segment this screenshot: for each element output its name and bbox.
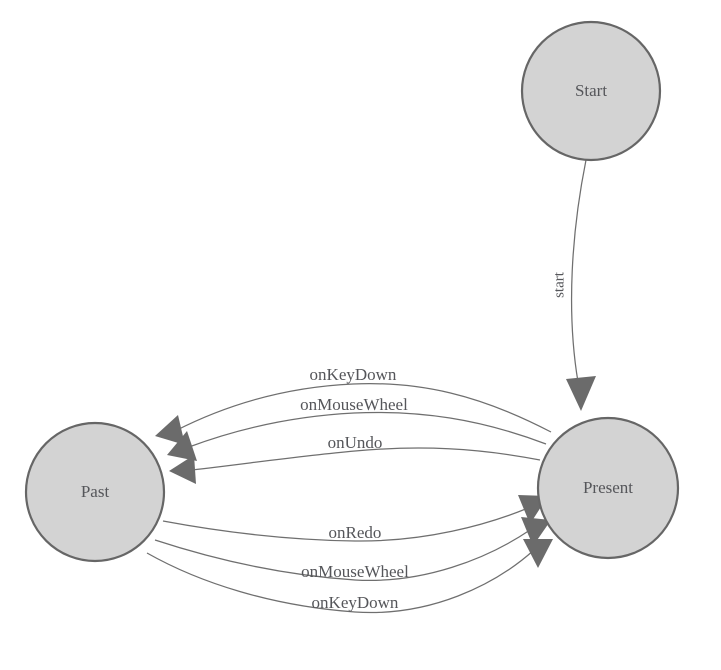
edge-present-to-past-onkeydown-path [174, 383, 552, 433]
node-present-label: Present [583, 478, 633, 497]
edge-present-to-past-onkeydown-arrowhead [155, 415, 185, 445]
node-past-label: Past [81, 482, 110, 501]
edge-label-present-past-onkeydown: onKeyDown [310, 365, 397, 384]
edge-present-to-past-onundo-path [191, 447, 541, 471]
edge-past-to-present-onmousewheel-path [154, 529, 531, 582]
edge-present-to-past-onkeydown[interactable]: onKeyDown [155, 365, 552, 445]
node-present-circle [536, 416, 680, 560]
edge-present-to-past-onmousewheel[interactable]: onMouseWheel [167, 395, 547, 461]
edge-past-to-present-onkeydown-arrowhead [523, 539, 553, 568]
node-start-circle [520, 20, 662, 162]
edge-past-to-present-onkeydown[interactable]: onKeyDown [146, 539, 553, 614]
node-start-label: Start [575, 81, 607, 100]
edge-start-to-present[interactable]: start [551, 159, 596, 411]
edge-past-to-present-onmousewheel[interactable]: onMouseWheel [154, 517, 551, 582]
edge-present-to-past-onmousewheel-path [188, 411, 547, 448]
edge-present-to-past-onundo-arrowhead [169, 455, 196, 484]
edge-start-to-present-path [570, 159, 587, 383]
edge-present-to-past-onundo[interactable]: onUndo [169, 433, 541, 484]
edge-label-present-past-onmousewheel: onMouseWheel [300, 395, 408, 414]
edge-start-to-present-arrowhead [566, 376, 596, 411]
edge-label-present-past-onundo: onUndo [328, 433, 383, 452]
edge-past-to-present-onkeydown-path [146, 549, 535, 614]
node-present[interactable]: Present [536, 416, 680, 560]
edge-past-to-present-onmousewheel-arrowhead [521, 517, 551, 546]
edge-past-to-present-onredo[interactable]: onRedo [162, 495, 548, 542]
edge-present-to-past-onmousewheel-arrowhead [167, 431, 197, 461]
edge-past-to-present-onredo-path [162, 507, 529, 542]
edge-label-past-present-onkeydown: onKeyDown [312, 593, 399, 612]
node-past-circle [24, 421, 166, 563]
edge-label-past-present-onredo: onRedo [329, 523, 382, 542]
edge-label-start: start [551, 271, 567, 298]
node-start[interactable]: Start [520, 20, 662, 162]
node-past[interactable]: Past [24, 421, 166, 563]
edge-label-past-present-onmousewheel: onMouseWheel [301, 562, 409, 581]
